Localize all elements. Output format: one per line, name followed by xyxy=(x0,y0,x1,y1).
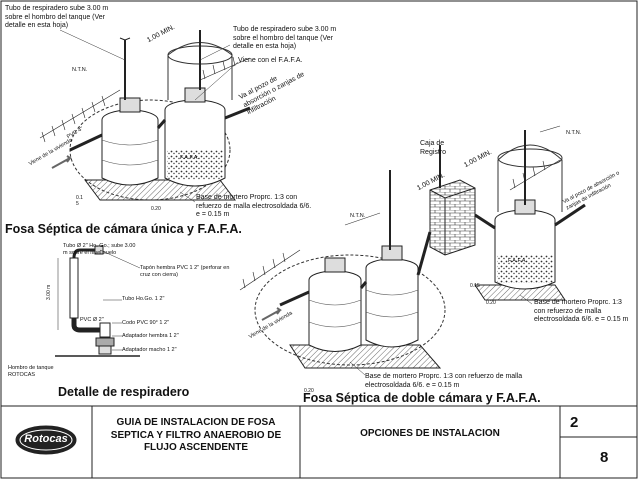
single-chamber-title: Fosa Séptica de cámara única y F.A.F.A. xyxy=(5,222,242,236)
fafa-label-a: F.A.F.A. xyxy=(180,155,199,161)
excavation-outline-b xyxy=(254,254,446,366)
total-sheets: 8 xyxy=(600,449,609,466)
double-chamber-title: Fosa Séptica de doble cámara y F.A.F.A. xyxy=(303,391,541,405)
vent-pipe-note-a: Tubo de respiradero sube 3.00 m sobre el… xyxy=(5,5,109,29)
pvc-pipe-note: PVC Ø 2" xyxy=(80,317,104,323)
adapter-female-note: Adaptador hembra 1 2" xyxy=(122,333,179,339)
dim-020-a: 0.20 xyxy=(151,206,161,212)
logo-text: Rotocas xyxy=(24,433,68,445)
inlet-pipe-a xyxy=(69,133,103,152)
connection-pipe-b2 xyxy=(416,231,432,276)
sheet-number: 2 xyxy=(570,414,579,431)
fafa-label-b: F.A.F.A. xyxy=(508,258,527,264)
septic-tank-a xyxy=(101,97,159,186)
adapter-male-note: Adaptador macho 1 2" xyxy=(122,347,177,353)
dim-020-b: 0.20 xyxy=(486,300,496,306)
tank-shoulder-note: Hombro de tanque ROTOCAS xyxy=(8,365,54,378)
outlet-pipe-a xyxy=(224,106,251,120)
double-chamber-group xyxy=(239,125,586,376)
vent-detail-title: Detalle de respiradero xyxy=(58,385,190,399)
vent-pipe-note-b: Tubo de respiradero sube 3.00 m sobre el… xyxy=(233,26,337,50)
dim-015-a: 0.1 5 xyxy=(76,195,83,207)
ntn-label-c: N.T.N. xyxy=(566,130,582,136)
elbow-note: Codo PVC 90° 1 2" xyxy=(122,320,169,326)
pipe-ho-note: Tubo Ho.Go. 1 2" xyxy=(122,296,165,302)
dim-015-b: 0.15 xyxy=(470,283,480,289)
fafa-tank-a xyxy=(164,87,226,187)
mortar-base-note-b: Base de mortero Proprc. 1:3 con refuerzo… xyxy=(365,373,523,389)
mortar-base-note-a: Base de mortero Proprc. 1:3 con refuerzo… xyxy=(196,194,312,218)
septic-tank-b2 xyxy=(365,245,419,348)
connection-pipe-b1 xyxy=(359,281,368,289)
single-chamber-group xyxy=(39,29,251,203)
title-block-lines xyxy=(1,405,637,478)
outlet-pipe-b xyxy=(554,203,586,227)
flow-arrow-a xyxy=(51,155,72,169)
dim-300: 3.00 m xyxy=(46,284,52,300)
ntn-label-b: N.T.N. xyxy=(350,213,366,219)
guide-title: GUIA DE INSTALACION DE FOSA SEPTICA Y FI… xyxy=(110,417,282,453)
connection-pipe-a xyxy=(156,119,167,129)
dome-outline-b xyxy=(497,144,563,212)
registry-box xyxy=(429,179,476,256)
mortar-base-b xyxy=(289,344,442,369)
vent-pipe-detail-note: Tubo Ø 2" Ho. Go.; sube 3.00 m sobre el … xyxy=(63,243,136,256)
dim-020-c: 0.20 xyxy=(304,388,314,394)
septic-tank-b1 xyxy=(308,257,362,352)
ground-grass-a xyxy=(39,56,251,143)
fafa-tank-b xyxy=(494,199,556,290)
registry-box-note: Caja de Registro xyxy=(420,140,447,156)
connection-pipe-b3 xyxy=(474,213,496,230)
cap-note: Tapón hembra PVC 1 2" (perforar en cruz … xyxy=(140,265,230,278)
logo-oval xyxy=(15,425,77,455)
section-title: OPCIONES DE INSTALACION xyxy=(360,428,500,439)
ntn-label-a: N.T.N. xyxy=(72,67,88,73)
vent-detail-drawing xyxy=(55,245,141,357)
mortar-base-note-c: Base de mortero Proprc. 1:3 con refuerzo… xyxy=(534,299,629,323)
from-fafa-note: Viene con el F.A.F.A. xyxy=(238,57,303,64)
flow-arrow-b xyxy=(261,307,282,321)
inlet-pipe-b xyxy=(279,290,310,307)
